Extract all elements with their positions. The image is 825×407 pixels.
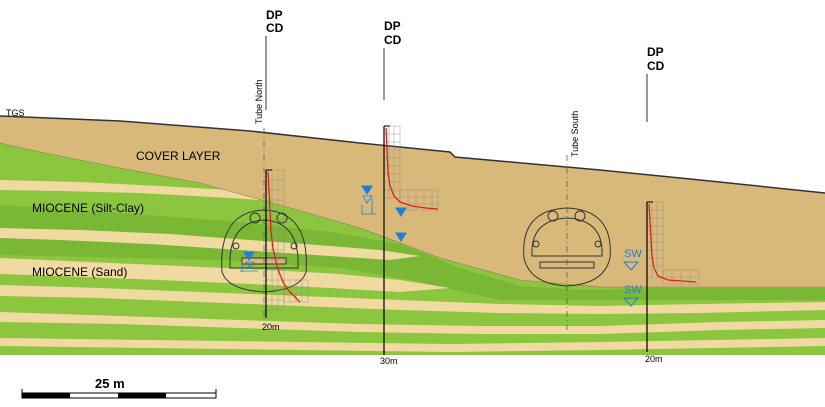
sand-band-2 xyxy=(0,228,420,260)
probe-3-depth: 20m xyxy=(645,354,663,364)
miocene-silt-clay-label: MIOCENE (Silt-Clay) xyxy=(32,201,144,215)
water-marker-p2-upper xyxy=(361,185,373,195)
probe-2-dp: DP xyxy=(384,19,401,33)
sand-band-5 xyxy=(0,312,825,334)
probe-1-depth: 20m xyxy=(262,322,280,332)
sw-upper-label: SW xyxy=(624,248,642,260)
probe-1: DP CD 20m xyxy=(262,8,309,332)
layer-boundary xyxy=(0,142,825,288)
probe-2: DP CD 30m xyxy=(380,19,439,366)
probe-1-curve xyxy=(267,171,301,303)
probe-3-curve xyxy=(648,203,697,283)
tunnel-south xyxy=(523,207,611,287)
cover-layer-label: COVER LAYER xyxy=(136,149,221,163)
probe-2-cd: CD xyxy=(384,33,402,47)
scale-bar-label: 25 m xyxy=(95,376,125,391)
tgs-label: TGS xyxy=(6,108,25,118)
soil-layers xyxy=(0,115,825,355)
scale-bar: 25 m xyxy=(21,376,217,399)
sand-band-1 xyxy=(0,180,290,202)
water-level-markers xyxy=(240,185,640,307)
probe-1-dp: DP xyxy=(266,8,283,22)
miocene-sand-label: MIOCENE (Sand) xyxy=(32,265,127,279)
water-marker-p2-lower xyxy=(395,232,407,242)
water-marker-p2-mid xyxy=(395,207,407,217)
cover-layer xyxy=(0,116,825,287)
sand-band-4 xyxy=(0,285,825,314)
probe-2-depth: 30m xyxy=(380,356,398,366)
ground-surface-line xyxy=(0,115,825,194)
probe-3: DP CD 20m xyxy=(645,45,700,364)
sand-band-6 xyxy=(0,338,825,352)
tube-south-label: Tube South xyxy=(570,111,580,157)
probe-1-cd: CD xyxy=(266,21,284,35)
probe-3-cd: CD xyxy=(647,59,665,73)
miocene-dark-green xyxy=(0,205,825,300)
water-marker-north xyxy=(243,251,255,261)
sand-band-3 xyxy=(0,258,450,292)
probe-3-dp: DP xyxy=(647,45,664,59)
tube-north-label: Tube North xyxy=(254,79,264,124)
sw-lower-label: SW xyxy=(624,284,642,296)
probe-2-curve xyxy=(385,127,439,210)
